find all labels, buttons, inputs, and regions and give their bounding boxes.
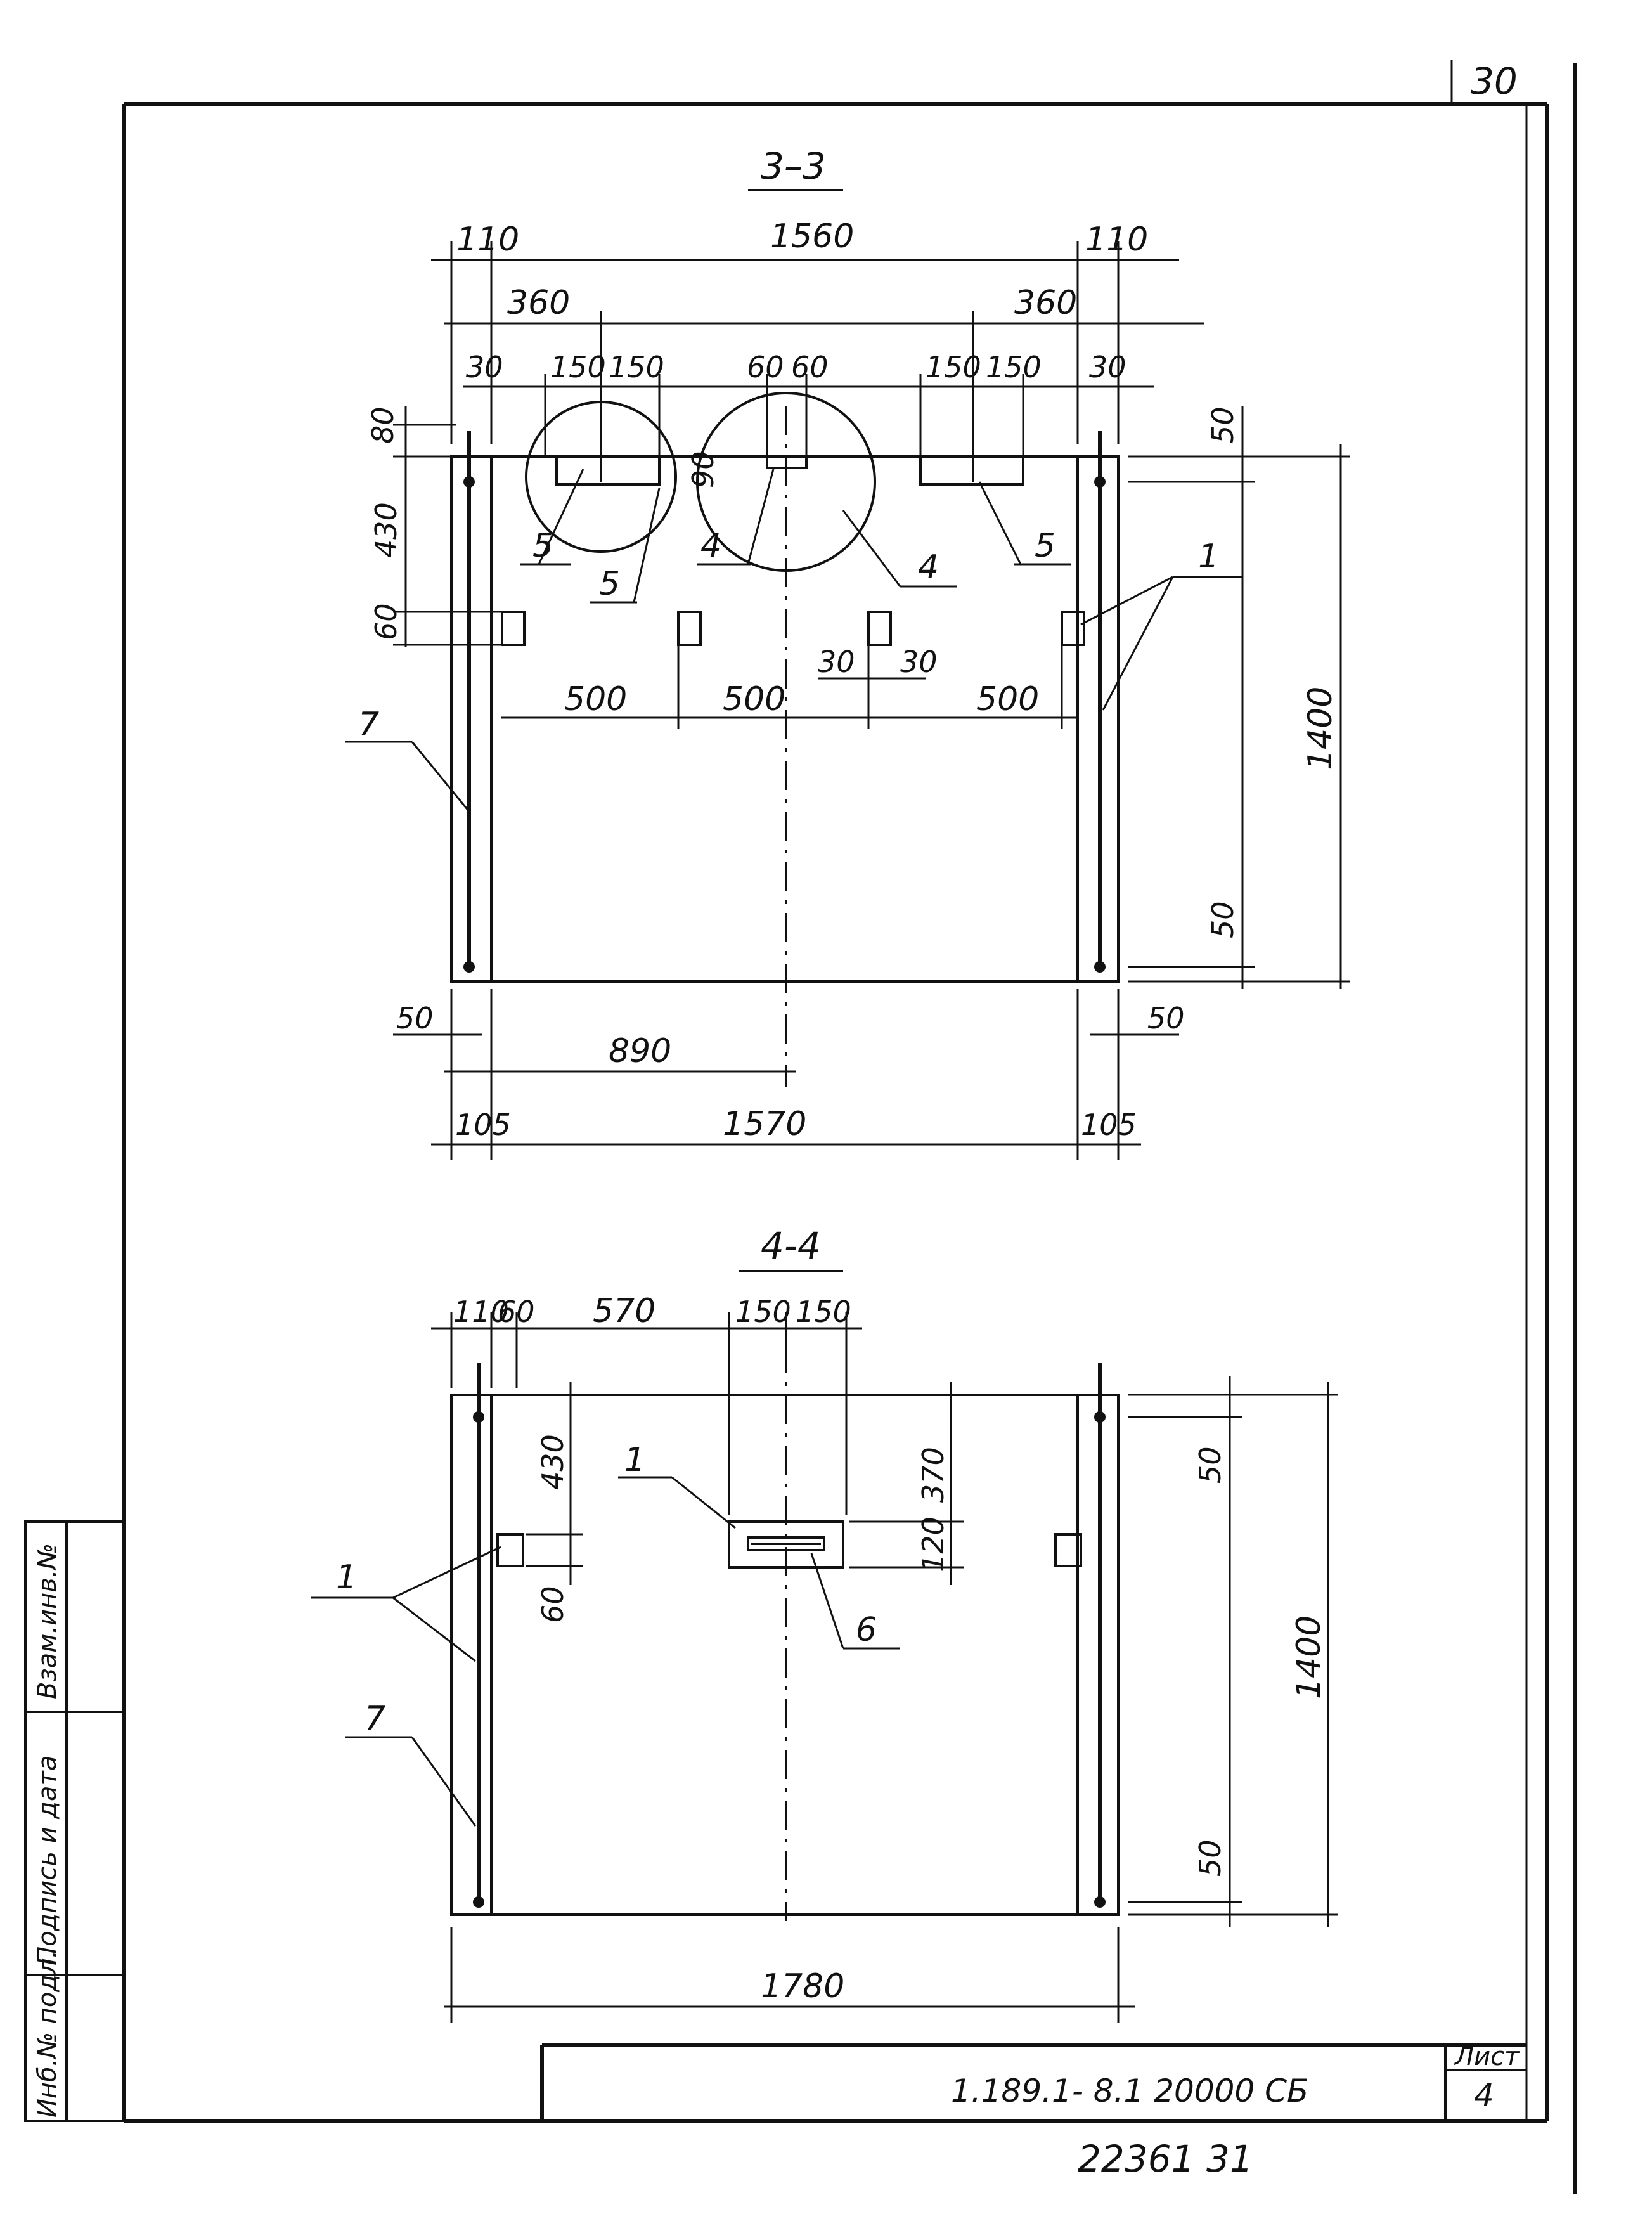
dim-label: 50: [1193, 1839, 1227, 1877]
side-stamp: [24, 1520, 125, 2122]
dim-label: 110: [453, 1295, 509, 1329]
stamp-signature-date: Подпись и дата: [33, 1756, 62, 1965]
dim-label: 150: [926, 350, 981, 384]
callout-number: 5: [599, 565, 620, 603]
dim-label: 150: [986, 350, 1042, 384]
dim-label: 430: [369, 502, 403, 558]
section-3-3: 3–3: [450, 145, 1120, 1087]
dim-label: 1400: [1301, 687, 1339, 770]
dim-label: 60: [369, 603, 403, 640]
callout-number: 1: [624, 1441, 645, 1479]
callout-number: 7: [365, 1700, 385, 1738]
dim-label: 150: [796, 1295, 851, 1329]
dim-label: 30: [818, 645, 855, 679]
callout-number: 1: [1198, 538, 1219, 576]
dim-label: 890: [609, 1032, 671, 1070]
dim-label: 30: [900, 645, 938, 679]
callout-number: 7: [358, 706, 379, 744]
dim-label: 60: [498, 1295, 535, 1329]
stamp-replaced-inv: Взам.инв.№: [33, 1543, 62, 1699]
dim-label: 110: [1085, 221, 1148, 259]
sheet-number: 4: [1474, 2077, 1494, 2114]
dim-label: 105: [1081, 1108, 1137, 1142]
dim-label: 150: [609, 350, 664, 384]
dim-label: 430: [536, 1434, 570, 1490]
callout-number: 4: [918, 548, 939, 586]
dim-label: 500: [976, 680, 1039, 718]
dim-label: 60: [791, 350, 829, 384]
section-4-title: 4-4: [761, 1224, 821, 1267]
dim-label: 500: [723, 680, 785, 718]
callout-number: 5: [532, 527, 553, 565]
dim-label: 50: [396, 1001, 434, 1035]
dim-label: 30: [466, 350, 503, 384]
dim-label: 500: [564, 680, 627, 718]
dim-label: 1780: [761, 1967, 844, 2005]
page-number: 30: [1471, 60, 1518, 103]
document-code: 1.189.1- 8.1 20000 СБ: [951, 2073, 1308, 2109]
section-3-dim-labels: 110 1560 110 360 360 30 150 150 60 60 15…: [366, 217, 1339, 1143]
callout-number: 6: [856, 1611, 877, 1649]
sheet-label: Лист: [1454, 2042, 1520, 2071]
dim-label: 50: [1147, 1001, 1185, 1035]
drawing-frame: [122, 60, 1577, 2194]
dim-label: 105: [455, 1108, 511, 1142]
dim-label: 50: [1193, 1446, 1227, 1484]
dim-label: 60: [747, 350, 784, 384]
section-4-dimensions: [431, 1312, 1338, 2023]
dim-label: 90: [686, 451, 720, 488]
section-4-4: 4-4: [450, 1224, 1120, 1921]
section-4-dim-labels: 110 60 570 150 150 430 60 370 120 50 140…: [453, 1292, 1328, 2005]
dim-label: 360: [507, 284, 570, 322]
section-3-callouts: 5 5 4 4 5 1 7: [345, 469, 1242, 812]
dim-label: 1400: [1290, 1615, 1328, 1699]
dim-label: 120: [916, 1517, 950, 1572]
dim-label: 150: [735, 1295, 791, 1329]
dim-label: 1560: [770, 217, 854, 256]
dim-label: 1570: [723, 1105, 806, 1143]
title-block: [540, 2043, 1526, 2121]
dim-label: 50: [1206, 406, 1240, 444]
callout-number: 1: [336, 1558, 357, 1596]
section-3-title: 3–3: [761, 145, 826, 188]
dim-label: 50: [1206, 901, 1240, 938]
archive-number: 22361 31: [1078, 2137, 1253, 2180]
dim-label: 80: [366, 406, 400, 444]
dim-label: 360: [1014, 284, 1077, 322]
dim-label: 150: [550, 350, 606, 384]
callout-number: 5: [1035, 527, 1055, 565]
dim-label: 30: [1089, 350, 1126, 384]
dim-label: 570: [593, 1292, 655, 1330]
dim-label: 60: [536, 1586, 570, 1623]
section-3-dimensions: [393, 241, 1350, 1160]
stamp-inv-number: Инб.№ подл.: [33, 1950, 62, 2118]
section-4-callouts: 1 1 6 7: [311, 1441, 900, 1827]
dim-label: 370: [916, 1447, 950, 1503]
callout-number: 4: [700, 527, 721, 565]
dim-label: 110: [456, 221, 519, 259]
